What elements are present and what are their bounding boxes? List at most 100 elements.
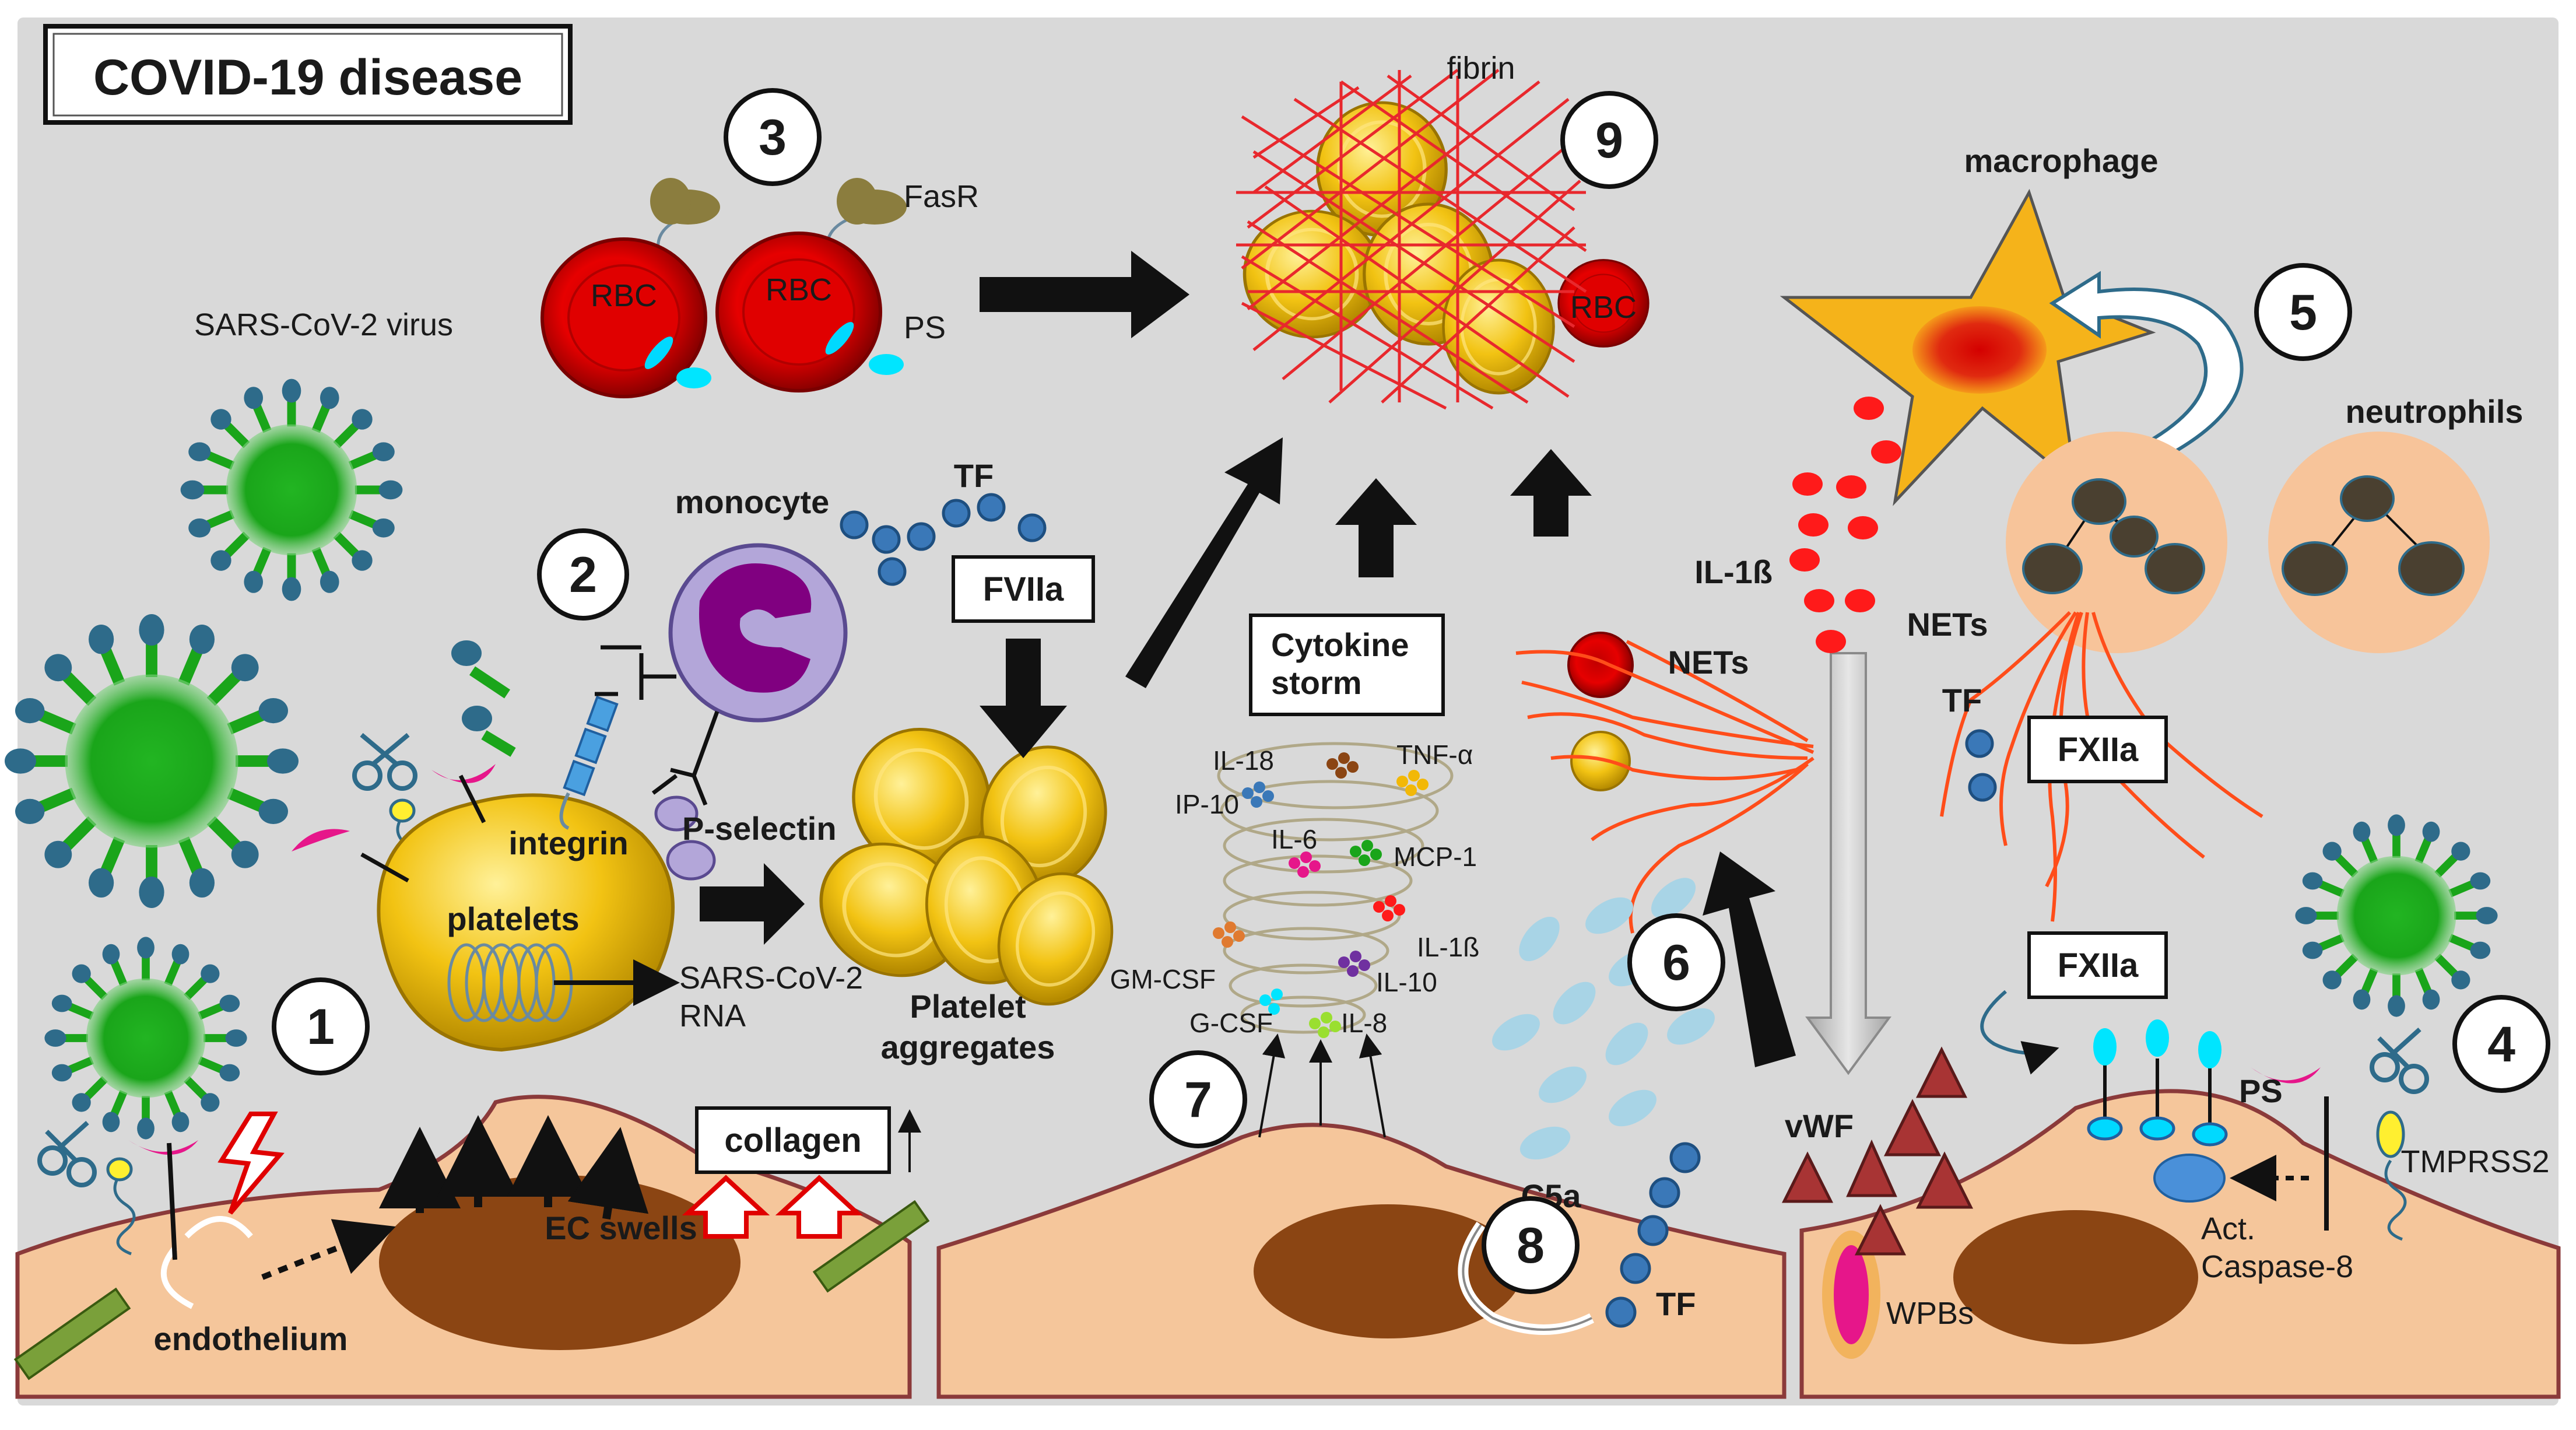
rna-label-line2: RNA <box>679 998 746 1033</box>
tmprss2-label: TMPRSS2 <box>2400 1144 2549 1179</box>
nets-left-label: NETs <box>1668 644 1749 681</box>
nets-left <box>1515 632 1815 934</box>
monocyte-label: monocyte <box>675 483 830 520</box>
endothelial-cell-left <box>15 1095 912 1399</box>
cytokine-box-line1: Cytokine <box>1271 626 1409 663</box>
cytokine-storm: Cytokine storm IL-18 TNF-α <box>898 614 1479 1172</box>
ps-right-label: PS <box>2239 1072 2283 1109</box>
cytokine-gcsf: G-CSF <box>1189 1008 1273 1038</box>
step-5: 5 <box>2254 263 2352 361</box>
endothelium-label: endothelium <box>154 1320 348 1357</box>
step-4: 4 <box>2452 995 2550 1093</box>
virus-particle-bottom <box>44 937 247 1139</box>
arrow-cytokine-up <box>1335 478 1417 577</box>
lightning-icon <box>217 1112 285 1215</box>
arrow-fxiia-ps <box>1980 990 2059 1075</box>
fibrin-clot: RBC <box>1236 69 1650 410</box>
cytokine-gmcsf: GM-CSF <box>1110 964 1216 994</box>
nucleus-right <box>1953 1210 2198 1344</box>
svg-text:5: 5 <box>2289 285 2317 341</box>
virus-platelet-binding <box>360 774 486 883</box>
cytokine-il8: IL-8 <box>1341 1008 1387 1038</box>
scissors-icon-1 <box>352 732 417 791</box>
arrow-rbc-fibrin <box>980 251 1189 338</box>
scissors-icon-3 <box>2370 1028 2429 1094</box>
tf-bottom-label: TF <box>1656 1285 1696 1322</box>
macrophage-cell <box>1780 188 2156 506</box>
neutrophil-2 <box>2268 432 2490 653</box>
svg-text:3: 3 <box>759 110 787 166</box>
ace2-receptors <box>128 764 2321 1155</box>
rbc-cell-2: RBC <box>717 178 907 391</box>
platelet-activated: platelets <box>377 793 675 1052</box>
platelets-label: platelets <box>447 900 579 937</box>
integrin-receptor <box>559 695 619 830</box>
arrow-neutrophil-macrophage <box>2049 271 2244 457</box>
nucleus-middle <box>1254 1204 1522 1338</box>
ps-receptors <box>2087 1019 2228 1147</box>
rna-label-line1: SARS-CoV-2 <box>679 961 863 996</box>
collagen-box: collagen <box>682 1106 891 1239</box>
arrow-il1b-vwf <box>1805 652 1891 1075</box>
virus-particle-right <box>2295 814 2497 1017</box>
cytokine-ip10: IP-10 <box>1175 789 1239 819</box>
monocyte-cell <box>668 543 848 723</box>
fxiia-box-1: FXIIa <box>2027 716 2168 783</box>
cytokine-mcp1: MCP-1 <box>1394 842 1477 872</box>
il1b-label: IL-1ß <box>1694 553 1773 590</box>
step-9: 9 <box>1560 91 1658 189</box>
neutrophils-label: neutrophils <box>2346 393 2524 430</box>
svg-text:6: 6 <box>1662 935 1690 991</box>
cytokine-dots <box>1213 752 1429 1038</box>
fasr-label: FasR <box>904 179 979 214</box>
svg-text:7: 7 <box>1184 1072 1212 1128</box>
virus-particle-mid <box>5 614 299 908</box>
collagen-label: collagen <box>724 1121 861 1159</box>
rbc-label-clot: RBC <box>1570 290 1637 325</box>
wpbs-granule <box>1834 1245 1869 1344</box>
step-2: 2 <box>537 528 629 621</box>
rbc-cell-1: RBC <box>542 178 720 397</box>
arrow-aggregates-fibrin <box>1125 437 1283 688</box>
tf-right-label: TF <box>1942 682 1982 718</box>
nets-right-label: NETs <box>1907 606 1988 643</box>
vwf-triangles <box>1781 1046 1974 1256</box>
integrin-label: integrin <box>508 825 628 861</box>
scissors-icon-2 <box>37 1121 97 1187</box>
arrow-fviia-down <box>980 639 1067 758</box>
cytokine-box-line2: storm <box>1271 664 1362 701</box>
arrow-step6-up <box>1703 851 1796 1067</box>
fxiia-label-2: FXIIa <box>2058 947 2139 984</box>
macrophage-label: macrophage <box>1964 142 2159 179</box>
il1b-dots <box>1789 397 1901 653</box>
vwf-label: vWF <box>1785 1107 1854 1144</box>
caspase-label-line2: Caspase-8 <box>2201 1249 2353 1284</box>
virus-label: SARS-CoV-2 virus <box>194 307 453 342</box>
neutrophil-1 <box>2006 432 2227 653</box>
fviia-box: FVIIa <box>952 555 1095 623</box>
tornado <box>1217 742 1454 1034</box>
receptor-stalk-left <box>167 1142 177 1260</box>
title-box: COVID-19 disease <box>43 24 573 125</box>
cytokine-il6: IL-6 <box>1271 824 1317 854</box>
svg-text:8: 8 <box>1517 1218 1545 1274</box>
nucleus-left <box>379 1175 740 1350</box>
ps-label: PS <box>904 310 946 345</box>
caspase-label-line1: Act. <box>2201 1211 2255 1246</box>
caspase8-blob <box>2153 1154 2226 1203</box>
free-spike-proteins <box>451 640 516 757</box>
fviia-label: FVIIa <box>983 570 1064 608</box>
cytokine-tnfa: TNF-α <box>1396 739 1473 770</box>
tf-beads-bottom <box>1605 1142 1701 1328</box>
svg-text:2: 2 <box>569 547 597 603</box>
aggregates-label-line2: aggregates <box>881 1029 1055 1066</box>
wpbs-label: WPBs <box>1886 1296 1974 1331</box>
rbc-label-2: RBC <box>766 272 832 307</box>
fxiia-label-1: FXIIa <box>2058 731 2139 769</box>
svg-text:4: 4 <box>2487 1017 2515 1072</box>
aggregates-label-line1: Platelet <box>910 988 1026 1025</box>
tmprss2-protease <box>106 798 2407 1256</box>
ec-swells-label: EC swells <box>545 1210 697 1246</box>
